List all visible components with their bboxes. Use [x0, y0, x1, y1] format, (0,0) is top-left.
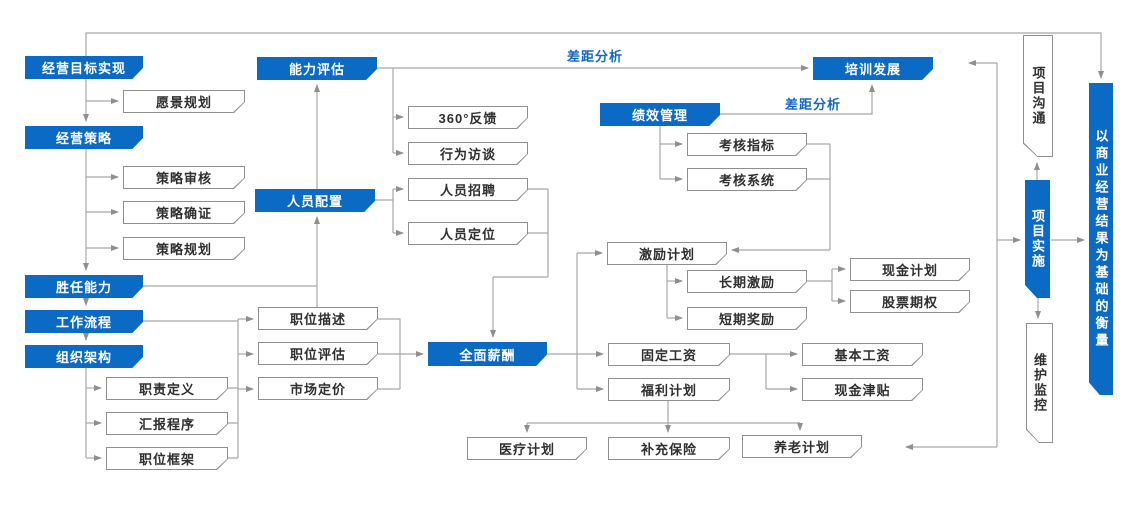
node-label: 人员定位: [439, 227, 496, 242]
connector-recruit-to-comp: [493, 188, 549, 278]
connector-perf-to-training: [720, 84, 875, 115]
node-fixed-salary: 固定工资: [608, 343, 730, 366]
node-duty-define: 职责定义: [106, 377, 228, 400]
node-project-impl: 项目实施: [1025, 180, 1050, 298]
node-label: 职位评估: [289, 347, 346, 362]
node-label: 策略规划: [155, 242, 212, 257]
connector-longterm-out: [807, 269, 833, 301]
node-vision-plan: 愿景规划: [123, 90, 245, 113]
node-label: 福利计划: [640, 383, 697, 398]
node-base-salary: 基本工资: [802, 343, 923, 366]
node-long-term-incentive: 长期激励: [687, 270, 807, 293]
node-label: 市场定价: [289, 382, 346, 397]
connector-kpi-collector: [807, 143, 831, 250]
node-kpi: 考核指标: [687, 133, 807, 156]
node-staffing: 人员配置: [255, 189, 375, 212]
node-project-comm: 项目沟通: [1023, 35, 1053, 157]
node-label: 经营策略: [55, 131, 112, 146]
node-medical-plan: 医疗计划: [467, 437, 587, 460]
connector-top-to-measure: [85, 32, 1104, 79]
node-label: 工作流程: [55, 315, 112, 330]
connector-benefit-bottom: [527, 401, 800, 424]
node-total-comp: 全面薪酬: [428, 342, 547, 366]
node-ability-eval: 能力评估: [257, 57, 377, 80]
node-incentive-plan: 激励计划: [607, 242, 727, 265]
node-label: 项目沟通: [1030, 66, 1046, 126]
node-competency: 胜任能力: [25, 275, 143, 298]
node-job-desc: 职位描述: [258, 307, 378, 330]
connector-comp-out: [547, 253, 578, 389]
node-feedback-360: 360°反馈: [408, 106, 528, 129]
node-label: 补充保险: [640, 442, 697, 457]
node-label: 固定工资: [640, 348, 697, 363]
node-benefit-plan: 福利计划: [608, 378, 730, 401]
node-business-goal: 经营目标实现: [25, 56, 143, 79]
node-label: 人员招聘: [439, 183, 496, 198]
gap-analysis-label-mid: 差距分析: [785, 97, 842, 112]
node-pension-plan: 养老计划: [742, 435, 862, 458]
node-label: 短期奖励: [718, 312, 775, 327]
node-short-term-bonus: 短期奖励: [687, 307, 807, 330]
connector-staffing-chain: [143, 68, 394, 287]
node-label: 职位描述: [289, 312, 346, 327]
node-label: 能力评估: [288, 62, 345, 77]
node-label: 基本工资: [834, 348, 891, 363]
node-training-dev: 培训发展: [813, 57, 933, 80]
node-label: 养老计划: [773, 440, 830, 455]
node-label: 行为访谈: [439, 147, 496, 162]
node-label: 培训发展: [844, 62, 901, 77]
node-label: 医疗计划: [498, 442, 555, 457]
node-label: 360°反馈: [438, 111, 498, 126]
node-label: 组织架构: [55, 350, 112, 365]
node-label: 激励计划: [638, 247, 695, 262]
node-label: 维护监控: [1032, 353, 1047, 413]
node-cash-allowance: 现金津贴: [802, 378, 923, 401]
node-label: 策略审核: [155, 171, 212, 186]
node-job-eval: 职位评估: [258, 342, 378, 365]
node-strategy-confirm: 策略确证: [123, 201, 245, 224]
node-recruiting: 人员招聘: [408, 178, 528, 201]
node-assess-system: 考核系统: [687, 168, 807, 191]
node-maintain-monitor: 维护监控: [1026, 323, 1053, 443]
node-label: 胜任能力: [55, 280, 112, 295]
node-label: 现金津贴: [834, 383, 891, 398]
node-label: 职责定义: [138, 382, 195, 397]
node-business-measure: 以商业经营结果为基础的衡量: [1089, 83, 1113, 395]
node-label: 人员配置: [286, 194, 343, 209]
node-business-strategy: 经营策略: [25, 126, 143, 149]
node-performance-mgmt: 绩效管理: [600, 103, 720, 126]
node-strategy-review: 策略审核: [123, 166, 245, 189]
node-label: 绩效管理: [631, 108, 688, 123]
node-label: 汇报程序: [138, 417, 195, 432]
node-org-structure: 组织架构: [25, 345, 143, 368]
node-report-procedure: 汇报程序: [106, 412, 228, 435]
node-workflow: 工作流程: [25, 310, 143, 333]
connector-left-spine: [85, 319, 239, 459]
node-label: 考核指标: [718, 138, 775, 153]
node-label: 经营目标实现: [41, 61, 126, 76]
node-label: 以商业经营结果为基础的衡量: [1093, 128, 1109, 350]
node-behavior-interview: 行为访谈: [408, 142, 528, 165]
connector-fixed-out: [730, 353, 767, 389]
node-label: 策略确证: [155, 206, 212, 221]
node-label: 现金计划: [881, 263, 938, 278]
connector-job-out: [378, 318, 401, 390]
node-position-frame: 职位框架: [106, 447, 228, 470]
node-label: 全面薪酬: [459, 347, 516, 363]
node-label: 项目实施: [1030, 209, 1045, 269]
node-label: 股票期权: [881, 295, 938, 310]
node-strategy-plan: 策略规划: [123, 237, 245, 260]
node-cash-plan: 现金计划: [850, 258, 970, 281]
node-positioning: 人员定位: [408, 222, 528, 245]
node-supplement-insurance: 补充保险: [608, 437, 730, 460]
node-label: 考核系统: [718, 173, 775, 188]
node-market-pricing: 市场定价: [258, 377, 378, 400]
node-label: 职位框架: [138, 452, 195, 467]
node-label: 愿景规划: [155, 95, 212, 110]
node-label: 长期激励: [718, 275, 775, 290]
gap-analysis-label-top: 差距分析: [567, 49, 624, 64]
node-stock-option: 股票期权: [850, 290, 970, 313]
